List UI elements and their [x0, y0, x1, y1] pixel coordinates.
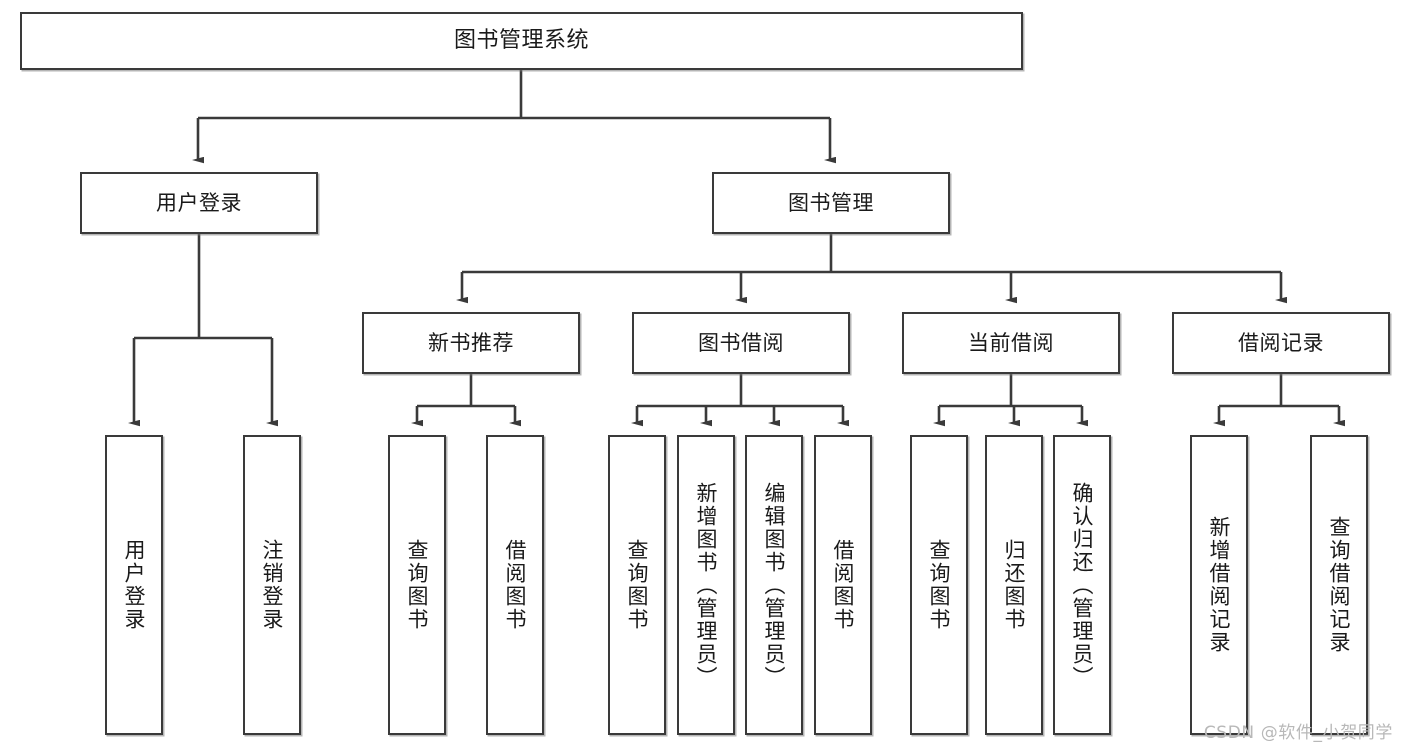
leaf-confirm-return-admin[interactable]: 确认归还（管理员） — [1053, 435, 1111, 735]
leaf-confirm-return-admin-label: 确认归还（管理员） — [1070, 481, 1095, 689]
node-root[interactable]: 图书管理系统 — [20, 12, 1023, 70]
node-current-borrow[interactable]: 当前借阅 — [902, 312, 1120, 374]
node-user-login[interactable]: 用户登录 — [80, 172, 318, 234]
node-user-login-label: 用户登录 — [156, 190, 242, 215]
leaf-user-login-label: 用户登录 — [122, 539, 147, 631]
leaf-query-borrow-record-label: 查询借阅记录 — [1327, 516, 1352, 654]
node-borrow-record[interactable]: 借阅记录 — [1172, 312, 1390, 374]
leaf-add-book-admin-label: 新增图书（管理员） — [694, 481, 719, 689]
node-borrow-record-label: 借阅记录 — [1238, 330, 1324, 355]
leaf-edit-book-admin[interactable]: 编辑图书（管理员） — [745, 435, 803, 735]
leaf-logout[interactable]: 注销登录 — [243, 435, 301, 735]
watermark: CSDN @软件_小贺同学 — [1203, 723, 1393, 743]
node-book-borrow-label: 图书借阅 — [698, 330, 784, 355]
leaf-edit-book-admin-label: 编辑图书（管理员） — [762, 481, 787, 689]
leaf-logout-label: 注销登录 — [260, 539, 285, 631]
leaf-borrow-book-recommend[interactable]: 借阅图书 — [486, 435, 544, 735]
node-new-book-recommend-label: 新书推荐 — [428, 330, 514, 355]
leaf-query-book-current-label: 查询图书 — [927, 539, 952, 631]
leaf-query-book-recommend[interactable]: 查询图书 — [388, 435, 446, 735]
leaf-query-book-label: 查询图书 — [625, 539, 650, 631]
leaf-return-book[interactable]: 归还图书 — [985, 435, 1043, 735]
leaf-query-book[interactable]: 查询图书 — [608, 435, 666, 735]
node-book-borrow[interactable]: 图书借阅 — [632, 312, 850, 374]
leaf-add-borrow-record-label: 新增借阅记录 — [1207, 516, 1232, 654]
node-current-borrow-label: 当前借阅 — [968, 330, 1054, 355]
leaf-add-book-admin[interactable]: 新增图书（管理员） — [677, 435, 735, 735]
leaf-borrow-book-recommend-label: 借阅图书 — [503, 539, 528, 631]
leaf-user-login[interactable]: 用户登录 — [105, 435, 163, 735]
leaf-borrow-book[interactable]: 借阅图书 — [814, 435, 872, 735]
leaf-borrow-book-label: 借阅图书 — [831, 539, 856, 631]
node-book-management[interactable]: 图书管理 — [712, 172, 950, 234]
leaf-query-book-current[interactable]: 查询图书 — [910, 435, 968, 735]
node-root-label: 图书管理系统 — [453, 28, 589, 54]
leaf-query-borrow-record[interactable]: 查询借阅记录 — [1310, 435, 1368, 735]
node-book-management-label: 图书管理 — [788, 190, 874, 215]
leaf-query-book-recommend-label: 查询图书 — [405, 539, 430, 631]
node-new-book-recommend[interactable]: 新书推荐 — [362, 312, 580, 374]
leaf-return-book-label: 归还图书 — [1002, 539, 1027, 631]
leaf-add-borrow-record[interactable]: 新增借阅记录 — [1190, 435, 1248, 735]
